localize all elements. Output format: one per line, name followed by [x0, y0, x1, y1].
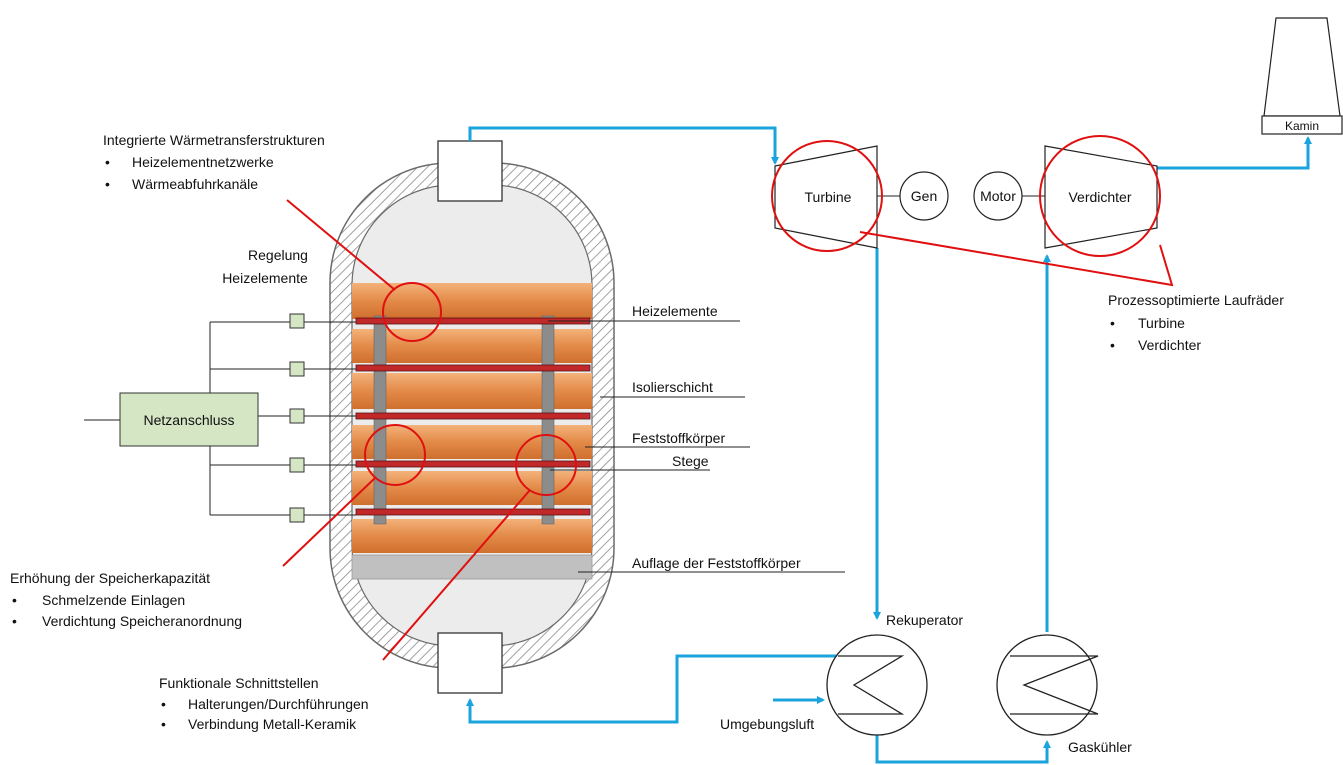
rekuperator-circle [826, 634, 928, 736]
stege-label: Stege [672, 453, 709, 469]
kamin: Kamin [1261, 17, 1343, 135]
funktionale-bullet: • [161, 716, 166, 732]
heating-rod [355, 412, 591, 420]
turbine-shape [774, 145, 878, 249]
highlight-circle [515, 434, 577, 496]
pipe-verdichter-to-kamin [1157, 136, 1312, 170]
netzanschluss-box [119, 392, 259, 447]
control-box [289, 361, 305, 377]
turbine: Turbine [774, 145, 878, 249]
erhoehung-title: Erhöhung der Speicherkapazität [10, 570, 210, 586]
verdichter-label: Verdichter [1068, 189, 1131, 205]
gaskuehler-circle [996, 634, 1098, 736]
erhoehung-item: Verdichtung Speicheranordnung [42, 613, 242, 629]
integrated-bullet: • [105, 154, 110, 170]
feststoffkoerper-label: Feststoffkörper [632, 430, 725, 446]
prozess-bullet: • [1110, 337, 1115, 353]
heating-rod [355, 508, 591, 516]
erhoehung-item: Schmelzende Einlagen [42, 592, 185, 608]
erhoehung-bullet: • [12, 613, 17, 629]
turbine-label: Turbine [805, 189, 852, 205]
rekuperator: Rekuperator [826, 612, 963, 736]
highlight-circle [1039, 135, 1161, 257]
integrated-bullet: • [105, 176, 110, 192]
verdichter: Verdichter [1044, 145, 1158, 249]
gaskuehler-label: Gaskühler [1068, 739, 1132, 755]
netzanschluss-label: Netzanschluss [143, 412, 234, 428]
solid-body [352, 519, 592, 553]
funktionale-bullet: • [161, 696, 166, 712]
flow-pipes [466, 126, 1312, 764]
kamin-label: Kamin [1285, 119, 1319, 133]
control-boxes [289, 313, 305, 523]
verdichter-shape [1044, 145, 1158, 249]
funktionale-title: Funktionale Schnittstellen [159, 675, 319, 691]
kamin-shape [1263, 17, 1341, 117]
isolierschicht-label: Isolierschicht [632, 379, 713, 395]
generator-label: Gen [911, 188, 937, 204]
rekuperator-coil [838, 655, 905, 715]
generator [899, 171, 949, 221]
integrated-title: Integrierte Wärmetransferstrukturen [103, 132, 325, 148]
control-box [289, 507, 305, 523]
highlight-pointer [282, 477, 376, 567]
control-box [289, 408, 305, 424]
control-box [289, 457, 305, 473]
highlight-circle [364, 424, 426, 486]
pipe-rekuperator-to-storage [466, 654, 838, 724]
web-bar [373, 315, 387, 525]
storage-vessel [329, 140, 615, 694]
motor-label: Motor [980, 188, 1016, 204]
pipe-rekuperator-to-gaskuehler [875, 730, 1051, 764]
heating-rods [355, 317, 591, 516]
auflage-label: Auflage der Feststoffkörper [632, 555, 801, 571]
erhoehung-bullet: • [12, 592, 17, 608]
prozess-item: Turbine [1138, 315, 1185, 331]
control-box [289, 313, 305, 329]
solid-body [352, 425, 592, 459]
web-bar [541, 315, 555, 525]
integrated-item: Heizelementnetzwerke [132, 154, 274, 170]
heating-rod [355, 364, 591, 372]
kamin-base [1261, 115, 1343, 135]
regelung-label: Regelung [248, 247, 308, 263]
solid-body [352, 373, 592, 409]
funktionale-item: Verbindung Metall-Keramik [188, 716, 357, 732]
prozess-title: Prozessoptimierte Laufräder [1108, 292, 1284, 308]
heizelemente-label: Heizelemente [632, 303, 718, 319]
prozess-item: Verdichter [1138, 337, 1201, 353]
highlight-pointer [286, 199, 396, 291]
highlight-pointer [382, 489, 531, 661]
solid-body [352, 471, 592, 505]
regelung-label: Heizelemente [222, 270, 308, 286]
gaskuehler: Gaskühler [996, 634, 1132, 755]
prozess-bullet: • [1110, 315, 1115, 331]
vessel-bottom-port [437, 632, 503, 694]
callout-lines [548, 320, 845, 573]
highlight-circle [771, 140, 883, 252]
highlight-circle [382, 282, 442, 342]
integrated-item: Wärmeabfuhrkanäle [132, 176, 258, 192]
highlights [282, 135, 1174, 661]
vessel-top-port [437, 140, 503, 202]
funktionale-item: Halterungen/Durchführungen [188, 696, 369, 712]
annotations: Integrierte Wärmetransferstrukturen • He… [10, 132, 1284, 732]
umgebungsluft-label: Umgebungsluft [720, 716, 814, 732]
solid-body-support [351, 554, 593, 580]
solid-body [352, 329, 592, 363]
solid-body [352, 283, 592, 319]
heating-rod [355, 460, 591, 468]
gaskuehler-coil [1010, 655, 1099, 715]
rekuperator-label: Rekuperator [886, 612, 963, 628]
highlight-pointer [859, 231, 1174, 287]
pipe-storage-to-turbine [468, 126, 779, 165]
